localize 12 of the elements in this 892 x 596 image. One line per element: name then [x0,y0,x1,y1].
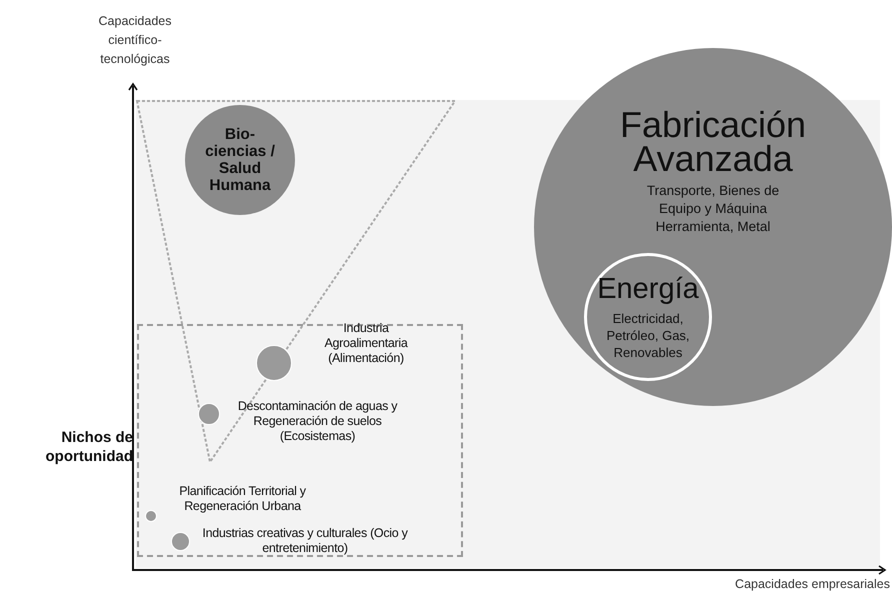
axis-label: Capacidades científico- tecnológicas [98,13,172,68]
region-heading: Nichos de oportunidad [44,428,133,466]
axis-label: Capacidades empresariales [734,576,890,592]
bubble-label: Planificación Territorial y Regeneración Urbana [178,484,307,514]
bubble-title: Energía [596,274,700,304]
bubble-label: Descontaminación de aguas y Regeneración de suelos (Ecosistemas) [236,399,398,444]
bubble-text: Transporte, Bienes de Equipo y Máquina Herramienta, Metal [646,182,780,236]
bubble-label: Industrias creativas y culturales (Ocio y entretenimiento) [201,526,409,556]
bubble-label: Industria Agroalimentaria (Alimentación) [323,321,409,366]
bubble-title: Bio- ciencias / Salud Humana [205,126,275,194]
bubble-title: Fabricación Avanzada [618,108,808,176]
bubble-text: Electricidad, Petróleo, Gas, Renovables [605,310,691,360]
